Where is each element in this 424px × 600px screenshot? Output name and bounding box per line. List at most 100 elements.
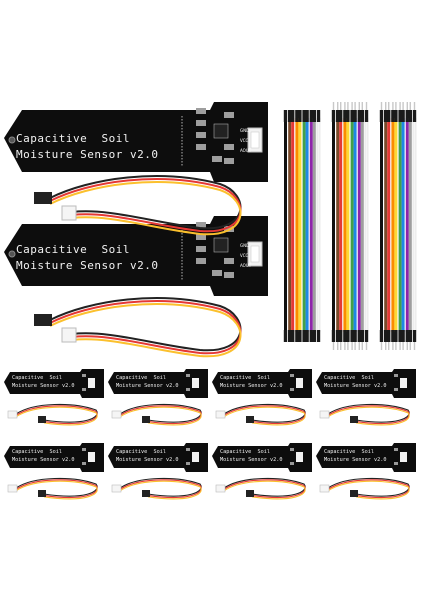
jst-connector-socket — [250, 131, 260, 149]
jumper-housing-bottom — [295, 330, 299, 342]
jumper-housing-top — [305, 110, 309, 122]
jumper-wire — [360, 118, 364, 332]
jumper-housing-bottom — [350, 330, 354, 342]
jumper-housing-bottom — [309, 330, 313, 342]
jumper-housing-top — [316, 110, 321, 122]
jumper-housing-bottom — [401, 330, 405, 342]
jumper-pin — [347, 342, 349, 350]
small-sensor-label-line2: Moisture Sensor v2.0 — [324, 383, 387, 389]
jumper-housing-top — [331, 110, 336, 122]
dupont-housing — [34, 192, 52, 204]
jumper-wire — [332, 118, 335, 332]
jumper-pin — [385, 342, 387, 350]
jumper-wire — [405, 118, 409, 332]
large-sensor-2-label-line2: Moisture Sensor v2.0 — [16, 259, 159, 272]
small-sensor-7 — [212, 443, 312, 500]
small-jst-plug — [7, 410, 18, 419]
jumper-pin — [365, 102, 368, 110]
small-jst-plug — [215, 410, 226, 419]
jumper-pin — [395, 342, 397, 350]
small-smd — [186, 388, 190, 391]
small-cable-wire — [119, 405, 202, 425]
jumper-housing-top — [298, 110, 302, 122]
small-dupont-housing — [246, 490, 254, 497]
jumper-pin — [388, 102, 390, 110]
small-jst-plug — [111, 410, 122, 419]
jumper-wire — [387, 118, 391, 332]
smd-component — [196, 258, 206, 264]
jumper-housing-bottom — [353, 330, 357, 342]
small-cable-wire — [119, 480, 202, 500]
jumper-housing-bottom — [331, 330, 336, 342]
jumper-pin — [409, 102, 411, 110]
small-cable-wire — [119, 406, 202, 426]
small-smd — [290, 388, 294, 391]
jumper-housing-top — [364, 110, 369, 122]
jumper-housing-top — [283, 110, 288, 122]
mounting-hole — [8, 250, 16, 258]
small-sensor-label-line2: Moisture Sensor v2.0 — [324, 457, 387, 463]
cable-wire — [49, 181, 242, 236]
jumper-wire — [380, 118, 383, 332]
small-cable-wire — [15, 405, 98, 425]
smd-component — [224, 158, 234, 164]
jumper-wire — [350, 118, 354, 332]
small-sensor-label-line1: Capacitive Soil — [220, 375, 270, 381]
jumper-housing-top — [353, 110, 357, 122]
jumper-housing-bottom — [312, 330, 316, 342]
jst-connector-socket — [250, 245, 260, 263]
small-jst-connector — [192, 378, 199, 388]
smd-component — [224, 272, 234, 278]
jumper-wire — [339, 118, 343, 332]
small-sensor-label-line1: Capacitive Soil — [324, 449, 374, 455]
jumper-wire — [336, 118, 340, 332]
small-sensor-label-line2: Moisture Sensor v2.0 — [12, 383, 75, 389]
jumper-pin — [392, 102, 394, 110]
jumper-housing-bottom — [343, 330, 347, 342]
small-cable-wire — [223, 406, 306, 426]
jumper-wire — [346, 118, 350, 332]
jumper-wire — [305, 118, 309, 332]
jumper-housing-bottom — [291, 330, 295, 342]
mounting-hole — [8, 136, 16, 144]
small-jst-plug — [111, 484, 122, 493]
jumper-wire — [353, 118, 357, 332]
cable-wire — [49, 303, 242, 358]
small-jst-connector — [88, 452, 95, 462]
smd-component — [212, 270, 222, 276]
large-sensor-1-label-line1: Capacitive Soil — [16, 132, 130, 145]
jumper-pin — [332, 102, 335, 110]
jumper-housing-top — [309, 110, 313, 122]
small-sensor-label-line2: Moisture Sensor v2.0 — [116, 457, 179, 463]
jumper-housing-top — [357, 110, 361, 122]
small-cable-wire — [327, 479, 410, 499]
small-board-body — [316, 443, 416, 472]
ic-chip — [213, 237, 229, 253]
small-jst-plug — [7, 484, 18, 493]
jumper-pin — [354, 342, 356, 350]
jumper-housing-top — [291, 110, 295, 122]
small-smd — [186, 462, 190, 465]
jumper-housing-bottom — [364, 330, 369, 342]
jumper-wire — [401, 118, 405, 332]
small-sensor-label-line2: Moisture Sensor v2.0 — [220, 383, 283, 389]
small-cable-wire — [223, 405, 306, 425]
dupont-housing — [34, 314, 52, 326]
jumper-wire — [408, 118, 412, 332]
small-dupont-housing — [38, 416, 46, 423]
small-dupont-housing — [142, 490, 150, 497]
small-board-body — [316, 369, 416, 398]
jumper-bundle-1 — [283, 110, 321, 342]
jumper-pin — [358, 342, 360, 350]
smd-component — [196, 132, 206, 138]
small-dupont-housing — [246, 416, 254, 423]
small-cable-wire — [327, 405, 410, 425]
small-dupont-housing — [350, 416, 358, 423]
small-sensor-5 — [4, 443, 104, 500]
jumper-housing-bottom — [357, 330, 361, 342]
jumper-wire — [391, 118, 395, 332]
jumper-housing-top — [295, 110, 299, 122]
small-board-body — [4, 369, 104, 398]
small-cable-wire — [223, 479, 306, 499]
small-sensor-4 — [316, 369, 416, 426]
